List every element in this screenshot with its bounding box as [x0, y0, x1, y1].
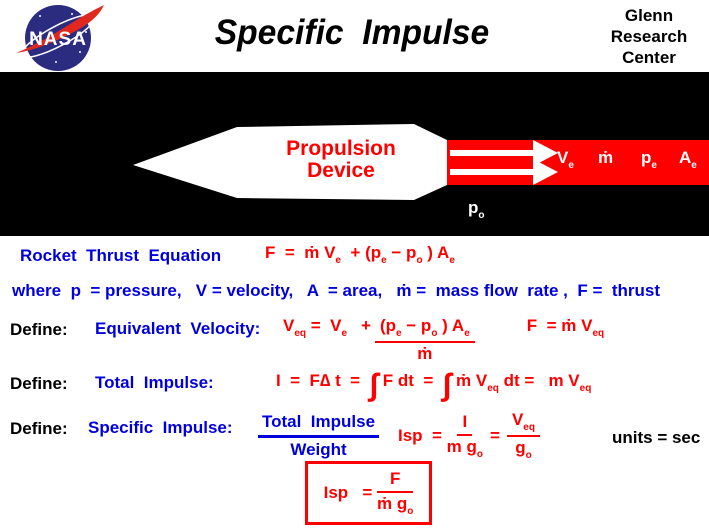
nasa-logo: NASA: [16, 5, 104, 71]
impulse-weight-ratio: Total Impulse Weight: [258, 412, 380, 460]
boxed-fraction: F ṁ go: [377, 469, 414, 517]
boxed-denominator: ṁ go: [377, 494, 414, 517]
exhaust-plume: [445, 140, 709, 185]
org-line-3: Center: [622, 48, 676, 67]
define-label-total: Define:: [10, 374, 68, 393]
diagram-banner: Propulsion Device Ve ṁ pe Ae po: [0, 72, 709, 236]
symbol-definitions: where p = pressure, V = velocity, A = ar…: [12, 281, 660, 300]
nasa-logo-swoosh: [16, 5, 104, 53]
isp-equals: =: [490, 425, 500, 445]
org-line-1: Glenn: [624, 6, 674, 25]
total-impulse-equation: I = F∆ t = ∫ F dt = ∫ ṁ Veq dt = m Veq: [276, 367, 592, 402]
flow-arrow-bottom: [450, 159, 558, 185]
equiv-eq-fraction: (pe − po ) Ae ṁ: [374, 316, 475, 364]
isp-frac2-denominator: go: [515, 438, 532, 461]
isp-equation: Isp = I m go = Veq go: [398, 410, 540, 461]
boxed-lhs: Isp =: [323, 483, 377, 502]
org-name: Glenn Research Center: [596, 5, 702, 68]
device-label: Propulsion Device: [250, 138, 432, 182]
isp-lhs: Isp =: [398, 425, 447, 445]
define-label-specific: Define:: [10, 419, 68, 438]
isp-fraction-2: Veq go: [506, 410, 540, 461]
page-title: Specific Impulse: [214, 13, 490, 52]
org-line-2: Research: [610, 27, 688, 46]
propulsion-device-shape: [133, 124, 447, 200]
equiv-eq-denominator: ṁ: [417, 344, 433, 363]
ratio-numerator: Total Impulse: [258, 412, 380, 438]
isp-fraction-1: I m go: [447, 412, 483, 460]
specific-impulse-label: Specific Impulse:: [88, 418, 233, 437]
label-freestream-pressure: po: [468, 198, 485, 221]
equivalent-velocity-equation: Veq = Ve + (pe − po ) Ae ṁ F = ṁ Veq: [283, 316, 604, 364]
device-label-line-1: Propulsion: [286, 137, 396, 160]
equiv-eq-plus: +: [361, 316, 371, 335]
units-note: units = sec: [612, 428, 701, 447]
equiv-eq-numerator: (pe − po ) Ae: [374, 316, 475, 343]
define-label-equiv: Define:: [10, 320, 68, 339]
equivalent-velocity-label: Equivalent Velocity:: [95, 319, 261, 338]
ratio-denominator: Weight: [290, 440, 347, 459]
equiv-eq-rhs: F = ṁ Veq: [526, 316, 605, 339]
isp-result-box: Isp = F ṁ go: [305, 461, 432, 525]
rocket-diagram: [133, 124, 709, 200]
boxed-numerator: F: [377, 469, 414, 493]
label-exit-area: Ae: [679, 148, 697, 171]
isp-frac1-denominator: m go: [446, 436, 484, 460]
isp-frac2-numerator: Veq: [506, 410, 540, 437]
thrust-equation-label: Rocket Thrust Equation: [20, 246, 222, 265]
device-label-line-2: Device: [307, 159, 375, 182]
isp-frac1-numerator: I: [457, 412, 473, 436]
thrust-equation: F = ṁ Ve + (pe − po ) Ae: [265, 243, 455, 266]
nasa-logo-text: NASA: [29, 29, 87, 50]
total-impulse-label: Total Impulse:: [95, 373, 214, 392]
label-exit-pressure: pe: [641, 148, 657, 171]
equiv-eq-lhs: Veq = Ve: [283, 316, 348, 339]
label-exit-velocity: Ve: [557, 148, 574, 171]
flow-arrow-top: [450, 140, 558, 166]
label-mass-flow-rate: ṁ: [598, 148, 614, 167]
